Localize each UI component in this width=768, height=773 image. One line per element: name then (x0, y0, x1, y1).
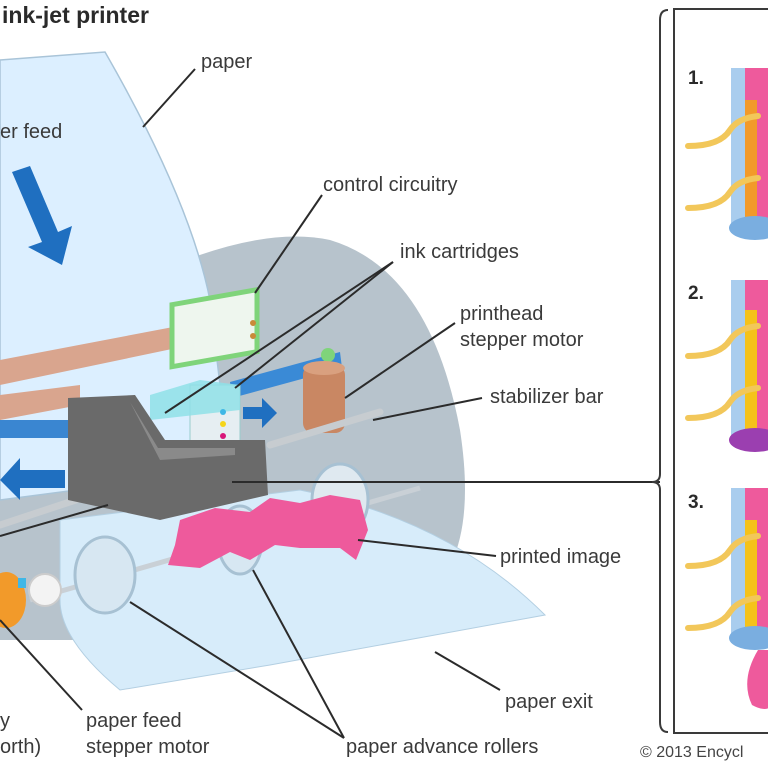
inset-frame (673, 8, 768, 734)
stabilizer-bar (266, 408, 384, 449)
carriage-inner (130, 402, 235, 460)
inset-step-2: 2. (688, 283, 704, 304)
label-printhead-stepper-motor-2: stepper motor (460, 329, 584, 351)
heater-wire (685, 323, 761, 359)
motor-coupling (18, 578, 26, 588)
nozzle-opening (729, 428, 768, 452)
label-printed-image: printed image (500, 546, 622, 568)
leader-printed-image (357, 539, 497, 557)
nozzle-opening (729, 216, 768, 240)
label-cut-left-1: y (0, 710, 10, 732)
heater-wire (685, 113, 761, 149)
label-paper-exit: paper exit (505, 691, 593, 713)
leader-ink-cartridges-2 (234, 261, 394, 389)
belt-gear (321, 348, 335, 362)
label-printhead-stepper-motor-1: printhead (460, 303, 544, 325)
leader-carriage-left (0, 504, 109, 537)
nozzle-step-3 (685, 488, 768, 709)
leader-paper-exit (434, 651, 501, 691)
nozzle-step-2 (685, 280, 768, 452)
nozzle-step-1 (685, 68, 768, 240)
leader-stabilizer-bar (372, 397, 483, 421)
heater-wire (685, 533, 761, 569)
heater-element (745, 100, 757, 220)
carriage-left-arrow (0, 458, 65, 500)
ink-dot-cyan (220, 409, 226, 415)
carriage-rail (0, 420, 90, 438)
label-paper: paper (201, 51, 253, 73)
copyright-notice: © 2013 Encycl (640, 744, 744, 761)
paper-feed-gear (28, 573, 62, 607)
leader-ink-cartridges-1 (164, 261, 394, 414)
inset-step-3: 3. (688, 492, 704, 513)
leader-paper (142, 68, 196, 128)
leader-roller-1 (129, 601, 345, 739)
label-paper-feed-stepper-motor-1: paper feed (86, 710, 182, 732)
label-paper-feed-stepper-motor-2: stepper motor (86, 736, 210, 758)
paper-feed-arrow (12, 166, 72, 265)
nozzle-opening (729, 626, 768, 650)
ink-droplet (747, 650, 768, 709)
leader-control-circuitry (254, 194, 323, 294)
heater-wire (685, 175, 761, 211)
inset-step-1: 1. (688, 68, 704, 89)
leader-printhead-motor (344, 322, 456, 399)
printed-image (168, 495, 368, 568)
ink-cartridge-top (150, 380, 240, 420)
heater-wire (685, 595, 761, 631)
paper-advance-roller (73, 535, 137, 615)
printhead-stepper-motor (303, 365, 345, 433)
carriage-right-arrow (243, 398, 277, 428)
leader-roller-2 (252, 569, 345, 739)
label-ink-cartridges: ink cartridges (400, 241, 519, 263)
ink-dot-yellow (220, 421, 226, 427)
label-stabilizer-bar: stabilizer bar (490, 386, 604, 408)
ribbon-cable-lower (0, 385, 80, 420)
circuit-chip (250, 333, 256, 339)
diagram-title: ink-jet printer (2, 2, 149, 28)
heater-element (745, 310, 757, 430)
heater-wire (685, 385, 761, 421)
ink-dot-magenta (220, 433, 226, 439)
leader-lines (0, 68, 660, 739)
inset-bracket (651, 9, 669, 733)
control-circuit-board (169, 286, 260, 370)
label-control-circuitry: control circuitry (323, 174, 458, 196)
leader-feed-motor (0, 619, 83, 711)
label-paper-feed: er feed (0, 121, 63, 143)
circuit-chip (250, 320, 256, 326)
label-cut-left-2: orth) (0, 736, 42, 758)
label-paper-advance-rollers: paper advance rollers (346, 736, 539, 758)
motor-top (303, 361, 345, 375)
